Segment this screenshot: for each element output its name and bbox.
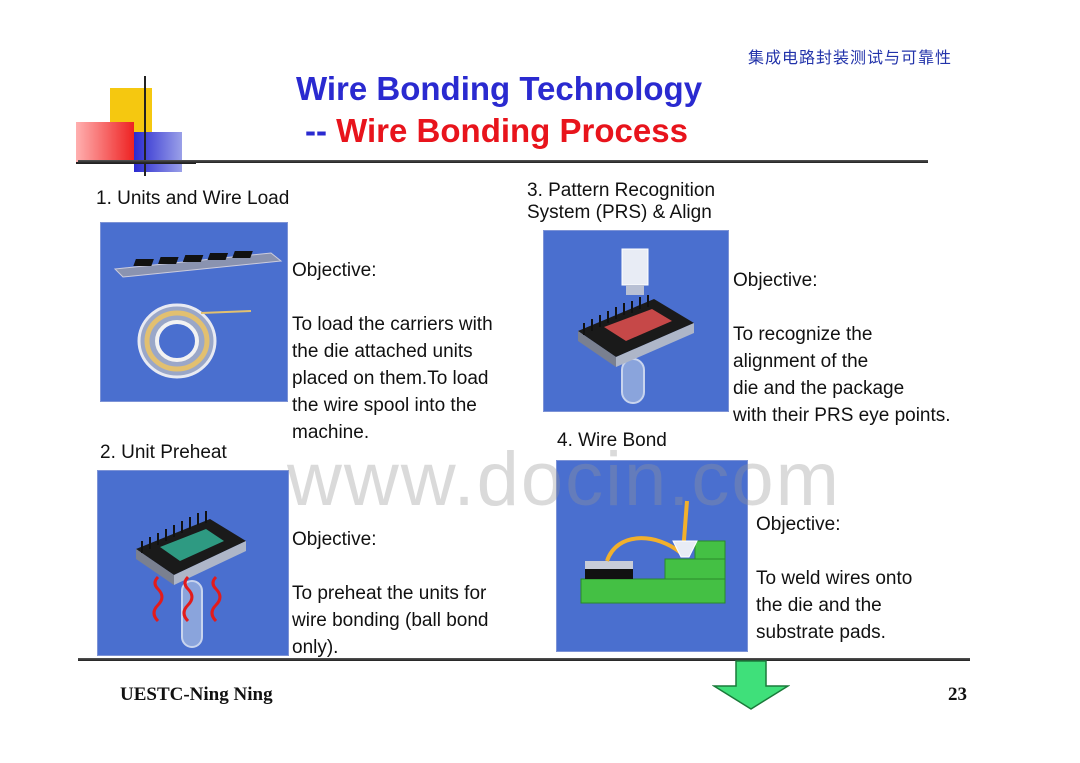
step-4-objective-text: To weld wires onto the die and the subst… xyxy=(756,568,913,643)
step-3-title: 3. Pattern Recognition System (PRS) & Al… xyxy=(527,180,716,223)
step-4-objective-label: Objective: xyxy=(756,514,841,535)
step-2-image xyxy=(97,470,289,656)
step-2-objective-label: Objective: xyxy=(292,529,377,550)
step-2-title: 2. Unit Preheat xyxy=(100,442,227,463)
step-3-image xyxy=(543,230,729,412)
step-1-image xyxy=(100,222,288,402)
step-3-objective-label: Objective: xyxy=(733,270,818,291)
step-3-objective-text: To recognize the alignment of the die an… xyxy=(733,324,951,426)
pattern-recognition-illustration xyxy=(578,248,694,404)
logo-red-square xyxy=(76,122,134,162)
units-and-wire-spool-illustration xyxy=(113,251,283,379)
step-2-objective-text: To preheat the units for wire bonding (b… xyxy=(292,583,489,658)
next-arrow-icon[interactable] xyxy=(712,660,790,710)
step-1-objective: Objective: To load the carriers with the… xyxy=(292,230,493,473)
watermark: www.docin.com xyxy=(287,437,841,522)
page-number: 23 xyxy=(948,684,967,705)
subtitle-dash: -- xyxy=(305,112,337,149)
course-title-cn: 集成电路封装测试与可靠性 xyxy=(748,48,953,67)
step-4-title: 4. Wire Bond xyxy=(557,430,667,451)
step-1-objective-label: Objective: xyxy=(292,260,377,281)
logo-blue-square xyxy=(134,132,182,172)
step-3-objective: Objective: To recognize the alignment of… xyxy=(733,240,951,456)
wire-bond-illustration xyxy=(580,500,726,604)
step-1-title: 1. Units and Wire Load xyxy=(96,188,290,209)
step-4-image xyxy=(556,460,748,652)
slide-title: Wire Bonding Technology xyxy=(296,70,703,107)
corner-logo xyxy=(76,76,196,176)
subtitle-main: Wire Bonding Process xyxy=(336,112,688,149)
logo-vertical-line xyxy=(144,76,146,176)
step-1-objective-text: To load the carriers with the die attach… xyxy=(292,314,493,443)
unit-preheat-illustration xyxy=(136,511,246,648)
slide-subtitle: -- Wire Bonding Process xyxy=(305,112,688,150)
footer-divider xyxy=(78,658,970,661)
step-2-objective: Objective: To preheat the units for wire… xyxy=(292,499,488,688)
footer-author: UESTC-Ning Ning xyxy=(120,684,273,705)
step-4-objective: Objective: To weld wires onto the die an… xyxy=(756,484,912,673)
header-divider xyxy=(78,160,928,163)
logo-horizontal-line xyxy=(76,162,196,164)
